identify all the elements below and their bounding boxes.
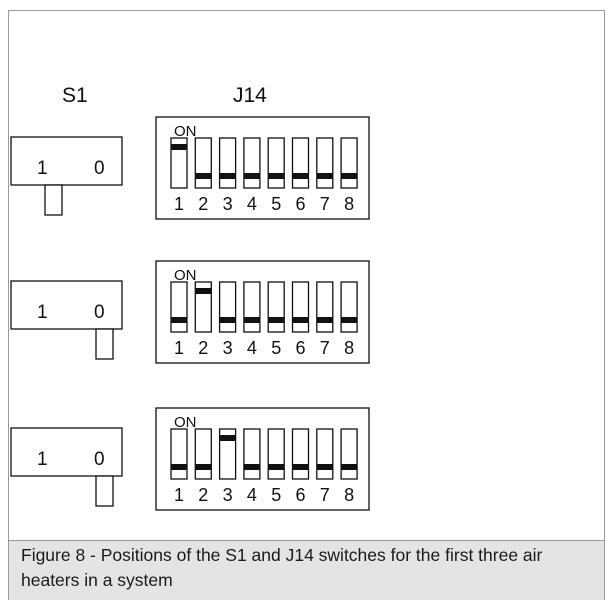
s1-handle — [44, 184, 63, 216]
dip-lever-7 — [316, 173, 333, 179]
s1-label-1: 1 — [37, 449, 48, 470]
dip-switch-2 — [194, 137, 212, 189]
dip-number-1: 1 — [174, 194, 184, 214]
dip-number-6: 6 — [295, 194, 305, 214]
s1-label-0: 0 — [94, 158, 105, 179]
dip-switch-5 — [267, 428, 285, 480]
dip-lever-4 — [243, 464, 260, 470]
s1-handle — [95, 475, 114, 507]
dip-lever-3 — [219, 317, 236, 323]
caption-band: Figure 8 - Positions of the S1 and J14 s… — [9, 540, 604, 600]
figure-caption: Figure 8 - Positions of the S1 and J14 s… — [21, 545, 543, 590]
dip-switch-6 — [291, 281, 310, 333]
dip-lever-8 — [341, 317, 358, 323]
dip-switch-2 — [194, 428, 212, 480]
s1-body — [10, 136, 123, 186]
dip-switch-6 — [291, 428, 310, 480]
dip-lever-3 — [219, 173, 236, 179]
dip-lever-8 — [341, 464, 358, 470]
s1-body — [10, 280, 123, 330]
dip-number-6: 6 — [295, 338, 305, 358]
dip-switch-6 — [291, 137, 310, 189]
dip-switch-7 — [316, 281, 334, 333]
dip-switch-4 — [243, 137, 261, 189]
j14-header: J14 — [233, 84, 267, 107]
dip-lever-5 — [268, 173, 285, 179]
dip-number-1: 1 — [174, 485, 184, 505]
dip-switch-8 — [340, 281, 358, 333]
j14-on-label: ON — [174, 267, 197, 284]
dip-number-8: 8 — [344, 485, 354, 505]
dip-number-3: 3 — [223, 485, 233, 505]
dip-number-4: 4 — [247, 338, 257, 358]
j14-body — [155, 260, 370, 364]
dip-lever-4 — [243, 317, 260, 323]
dip-number-1: 1 — [174, 338, 184, 358]
dip-switch-3 — [218, 428, 237, 480]
dip-switch-7 — [316, 428, 334, 480]
dip-lever-6 — [292, 173, 309, 179]
s1-handle — [95, 328, 114, 360]
dip-lever-4 — [243, 173, 260, 179]
dip-number-5: 5 — [271, 485, 281, 505]
dip-number-8: 8 — [344, 194, 354, 214]
dip-number-2: 2 — [198, 485, 208, 505]
dip-lever-3 — [219, 435, 236, 441]
dip-number-2: 2 — [198, 338, 208, 358]
dip-switch-8 — [340, 428, 358, 480]
dip-number-5: 5 — [271, 194, 281, 214]
dip-switch-1 — [170, 428, 188, 480]
dip-switch-7 — [316, 137, 334, 189]
dip-number-8: 8 — [344, 338, 354, 358]
dip-lever-1 — [171, 144, 187, 150]
dip-switch-5 — [267, 281, 285, 333]
dip-switch-8 — [340, 137, 358, 189]
dip-lever-1 — [171, 317, 187, 323]
dip-lever-1 — [171, 464, 187, 470]
dip-lever-2 — [195, 464, 212, 470]
dip-lever-7 — [316, 464, 333, 470]
dip-number-7: 7 — [320, 194, 330, 214]
dip-number-7: 7 — [320, 485, 330, 505]
dip-number-4: 4 — [247, 194, 257, 214]
j14-body — [155, 407, 370, 511]
dip-number-7: 7 — [320, 338, 330, 358]
dip-switch-1 — [170, 137, 188, 189]
dip-switch-4 — [243, 428, 261, 480]
s1-label-1: 1 — [37, 302, 48, 323]
s1-header: S1 — [62, 84, 88, 107]
dip-lever-2 — [195, 288, 212, 294]
dip-switch-2 — [194, 281, 212, 333]
dip-lever-8 — [341, 173, 358, 179]
dip-lever-2 — [195, 173, 212, 179]
dip-lever-5 — [268, 464, 285, 470]
dip-number-2: 2 — [198, 194, 208, 214]
dip-number-3: 3 — [223, 194, 233, 214]
s1-label-0: 0 — [94, 449, 105, 470]
dip-switch-4 — [243, 281, 261, 333]
dip-lever-6 — [292, 464, 309, 470]
j14-body — [155, 116, 370, 220]
dip-lever-6 — [292, 317, 309, 323]
dip-number-4: 4 — [247, 485, 257, 505]
j14-on-label: ON — [174, 123, 197, 140]
dip-switch-5 — [267, 137, 285, 189]
dip-switch-3 — [218, 281, 237, 333]
dip-lever-7 — [316, 317, 333, 323]
dip-number-5: 5 — [271, 338, 281, 358]
dip-switch-3 — [218, 137, 237, 189]
s1-label-0: 0 — [94, 302, 105, 323]
dip-number-6: 6 — [295, 485, 305, 505]
dip-number-3: 3 — [223, 338, 233, 358]
s1-label-1: 1 — [37, 158, 48, 179]
dip-switch-1 — [170, 281, 188, 333]
s1-body — [10, 427, 123, 477]
j14-on-label: ON — [174, 414, 197, 431]
dip-lever-5 — [268, 317, 285, 323]
